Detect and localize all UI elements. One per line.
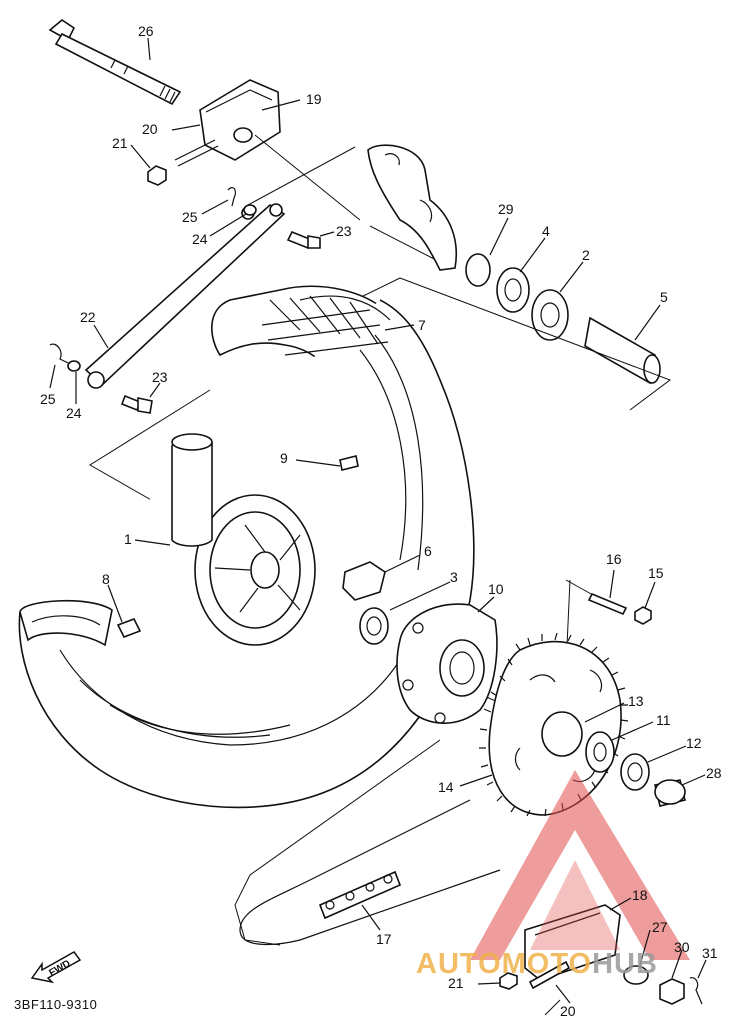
callout-23: 23 (336, 223, 352, 239)
watermark-text-a: AUTOMOTO (416, 948, 593, 980)
callout-26: 26 (138, 23, 154, 39)
callout-9: 9 (280, 450, 288, 466)
callout-4: 4 (542, 223, 550, 239)
callout-30: 30 (674, 939, 690, 955)
callout-13: 13 (628, 693, 644, 709)
callout-24b: 24 (66, 405, 82, 421)
damper-bolt-part (342, 561, 386, 601)
callout-31: 31 (702, 945, 718, 961)
cotter-pin-part (49, 186, 257, 372)
callout-14: 14 (438, 779, 454, 795)
forward-arrow-icon: FWD (30, 951, 82, 984)
callout-28: 28 (706, 765, 722, 781)
chain-puller-part (174, 79, 441, 263)
callout-21b: 21 (448, 975, 464, 991)
bearing-part (359, 607, 389, 645)
callout-7: 7 (418, 317, 426, 333)
watermark-text-b: HUB (592, 948, 658, 980)
callout-23b: 23 (152, 369, 168, 385)
callout-20b: 20 (560, 1003, 576, 1019)
watermark-text: AUTOMOTOHUB (416, 948, 658, 981)
sprocket-bearing-part (585, 731, 686, 807)
clutch-hub-part (396, 603, 498, 724)
caliper-bracket-part (367, 144, 457, 271)
callout-11: 11 (656, 712, 671, 728)
bearing-stack-part (465, 253, 661, 385)
callout-labels: 26 19 20 21 25 24 23 29 4 2 5 22 7 25 24… (40, 23, 722, 1019)
callout-17: 17 (376, 931, 392, 947)
valve-part (116, 617, 142, 639)
nut-part (147, 165, 167, 186)
bolt-part (120, 230, 321, 414)
callout-29: 29 (498, 201, 514, 217)
callout-20: 20 (142, 121, 158, 137)
callout-22: 22 (80, 309, 96, 325)
callout-27: 27 (652, 919, 668, 935)
callout-5: 5 (660, 289, 668, 305)
axle-part (48, 19, 182, 106)
balance-weight-part (339, 455, 359, 471)
callout-8: 8 (102, 571, 110, 587)
leader-lines (49, 37, 707, 1004)
callout-1: 1 (124, 531, 132, 547)
callout-3: 3 (450, 569, 458, 585)
callout-18: 18 (632, 887, 648, 903)
callout-15: 15 (648, 565, 664, 581)
brake-rod-part (84, 203, 286, 389)
diagram-code: 3BF110-9310 (14, 997, 98, 1012)
lower-adjuster-part (499, 904, 703, 1005)
callout-16: 16 (606, 551, 622, 567)
callout-10: 10 (488, 581, 504, 597)
callout-25: 25 (182, 209, 198, 225)
callout-24: 24 (192, 231, 208, 247)
rear-wheel-part (18, 285, 475, 809)
callout-21: 21 (112, 135, 128, 151)
stud-bolt-part (587, 592, 652, 625)
callout-6: 6 (424, 543, 432, 559)
callout-2: 2 (582, 247, 590, 263)
fwd-label: FWD (47, 958, 72, 979)
callout-12: 12 (686, 735, 702, 751)
drive-chain-part (239, 799, 501, 946)
callout-25b: 25 (40, 391, 56, 407)
watermark-logo (470, 770, 690, 960)
rear-sprocket-part (479, 632, 629, 817)
callout-19: 19 (306, 91, 322, 107)
